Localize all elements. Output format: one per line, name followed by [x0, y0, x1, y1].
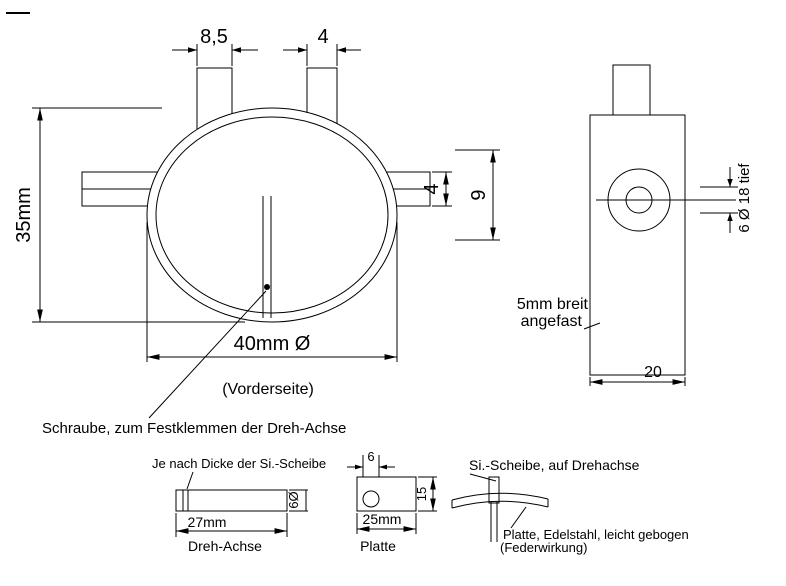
bent-plate [451, 492, 549, 509]
body-inner-ring [155, 116, 389, 314]
chamfer-note-line1: 5mm breit [517, 296, 589, 313]
front-view-caption: (Vorderseite) [222, 381, 314, 398]
dim-35mm-label: 35mm [13, 187, 35, 243]
dim-side-4-label: 4 [421, 183, 443, 194]
dimension-axle-6: 6Ø [286, 489, 308, 512]
axle-label: Dreh-Achse [188, 538, 262, 554]
dim-27mm-label: 27mm [188, 514, 227, 530]
dimension-40mm: 40mm Ø [146, 222, 398, 362]
hole-note: 6 Ø 18 tief [736, 163, 753, 233]
dimension-27mm: 27mm [175, 513, 288, 537]
left-side-tab [81, 171, 158, 207]
dim-axle-6-label: 6Ø [286, 491, 301, 508]
plate-leader-line [510, 506, 527, 529]
screw-note: Schraube, zum Festklemmen der Dreh-Achse [42, 420, 346, 437]
body-outer-ring [146, 107, 398, 323]
side-body [589, 114, 686, 376]
dimension-8-5: 8,5 [172, 26, 258, 66]
plate-label: Platte [360, 538, 396, 554]
washer-leader-line [469, 473, 497, 482]
dimension-hole: 6 Ø 18 tief [700, 163, 753, 233]
plate-detail: 6 15 25mm Platte [347, 449, 437, 554]
chamfer-annotation: 5mm breit angefast [517, 296, 601, 330]
plate-note-line1: Platte, Edelstahl, leicht gebogen [503, 527, 689, 542]
axle-note: Je nach Dicke der Si.-Scheibe [152, 456, 326, 471]
chamfer-leader-line [583, 322, 601, 330]
dimension-plate-6: 6 [347, 449, 395, 477]
washer-note: Si.-Scheibe, auf Drehachse [469, 457, 640, 473]
front-view: 8,5 4 35mm 4 9 [13, 26, 500, 437]
dim-plate-6-label: 6 [367, 449, 374, 464]
dim-25mm-label: 25mm [363, 511, 402, 527]
dim-15-label: 15 [414, 487, 429, 501]
plate-note-line2: (Federwirkung) [500, 540, 587, 555]
groove-leader-line [186, 471, 194, 490]
dimension-9: 9 [455, 149, 500, 241]
side-top-tab [612, 64, 651, 115]
dimension-20: 20 [589, 364, 686, 386]
dimension-35mm: 35mm [13, 107, 245, 323]
axle-slot [262, 196, 272, 318]
dim-top-4-label: 4 [317, 26, 328, 48]
dim-9-label: 9 [468, 189, 490, 200]
dimension-side-4: 4 [421, 171, 452, 207]
washer-body [488, 476, 500, 504]
plate-hole [362, 490, 380, 508]
top-tab-left [196, 67, 233, 129]
side-view: 6 Ø 18 tief 5mm breit angefast 20 [517, 64, 753, 386]
axle-body [175, 489, 288, 512]
dimension-25mm: 25mm [356, 511, 417, 534]
spring-detail: Si.-Scheibe, auf Drehachse Platte, Edels… [451, 457, 689, 555]
dimension-top-4: 4 [283, 26, 361, 66]
dim-20-label: 20 [644, 364, 662, 381]
chamfer-note-line2: angefast [521, 313, 583, 330]
plate-body [356, 476, 417, 512]
dim-8-5-label: 8,5 [200, 26, 228, 48]
dim-40mm-label: 40mm Ø [234, 333, 311, 355]
dimension-15: 15 [414, 476, 437, 512]
clamp-screw-dot [264, 284, 270, 290]
axle-shaft [490, 502, 498, 542]
axle-detail: Je nach Dicke der Si.-Scheibe 27mm 6Ø Dr… [152, 456, 326, 554]
top-tab-right [306, 67, 338, 124]
right-side-tab [386, 171, 431, 207]
